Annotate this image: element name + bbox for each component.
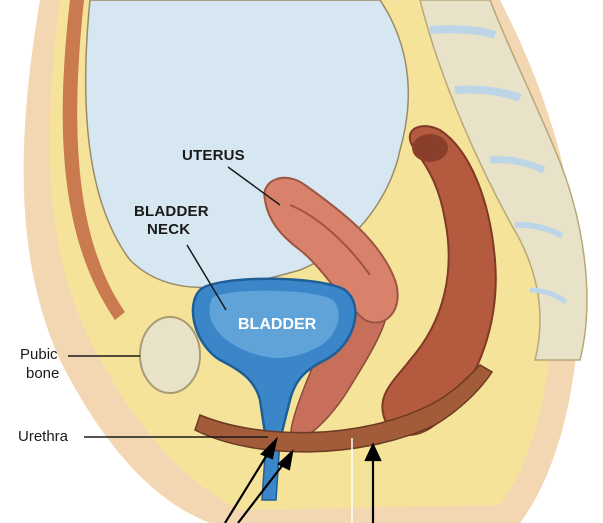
- label-urethra: Urethra: [18, 429, 68, 444]
- label-bladder-neck-line2: NECK: [147, 222, 190, 237]
- label-bladder: BLADDER: [238, 317, 316, 333]
- label-pubic-bone-line1: Pubic: [20, 347, 58, 362]
- rectum-lumen: [412, 134, 448, 162]
- label-bladder-neck-line1: BLADDER: [134, 204, 209, 219]
- label-uterus: UTERUS: [182, 148, 245, 163]
- label-pubic-bone-line2: bone: [26, 366, 59, 381]
- pubic-bone: [140, 317, 200, 393]
